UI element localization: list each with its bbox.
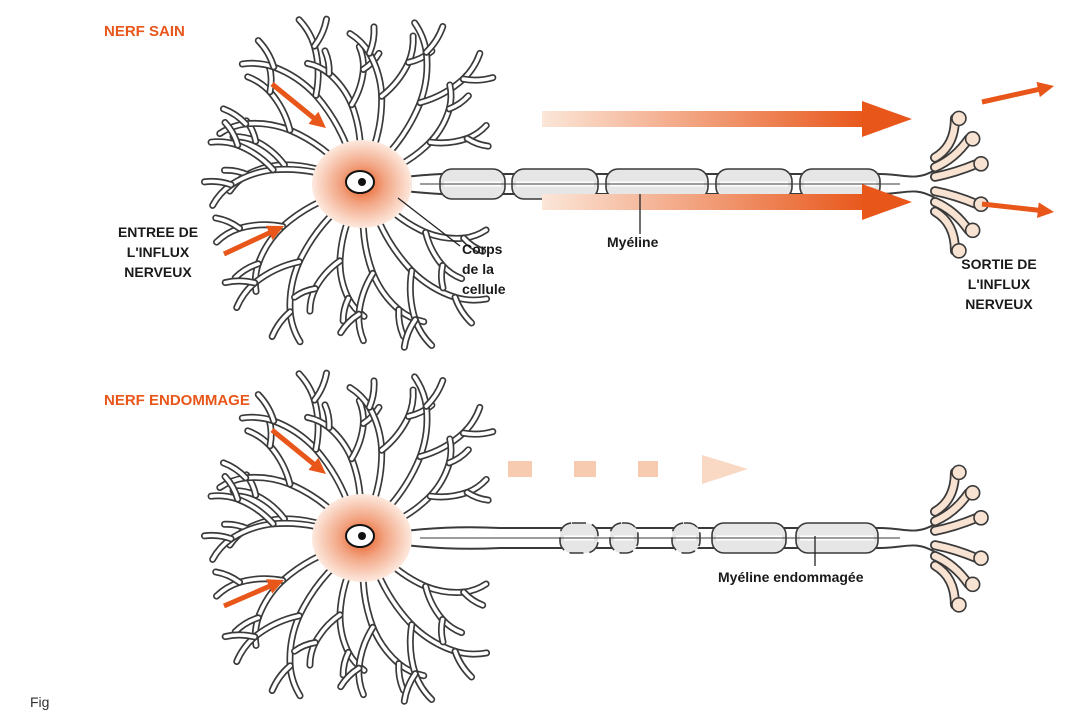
signal-arrow-upper: [542, 111, 868, 127]
output-arrow-lower: [981, 201, 1045, 214]
output-signal-label: SORTIE DE L'INFLUX NERVEUX: [935, 254, 1063, 314]
input-signal-label-line-3: NERVEUX: [124, 264, 192, 280]
input-arrow-upper-head: [308, 111, 326, 128]
damaged-neuron: [200, 369, 989, 705]
output-signal-label-line-3: NERVEUX: [965, 296, 1033, 312]
figure-caption-fragment: Fig: [30, 694, 50, 710]
input-signal-label-line-2: L'INFLUX: [126, 244, 190, 260]
damaged-myelin-label: Myéline endommagée: [718, 569, 864, 585]
damaged-input-arrow-lower: [223, 581, 276, 609]
input-signal-label-line-1: ENTREE DE: [117, 224, 199, 240]
cell-body-label: Corps de la cellule: [462, 239, 506, 299]
output-arrow-upper: [981, 85, 1045, 105]
damaged-input-arrow-upper: [270, 428, 320, 470]
input-signal-label: ENTREE DE L'INFLUX NERVEUX: [98, 222, 218, 282]
output-arrow-lower-head: [1037, 202, 1054, 218]
myelin-label: Myéline: [607, 234, 659, 250]
signal-arrow-lower-head: [862, 184, 912, 220]
signal-arrow-lower: [542, 194, 868, 210]
cell-body-label-line-1: Corps: [462, 241, 503, 257]
healthy-neuron: [200, 15, 989, 351]
damaged-input-arrow-upper-head: [308, 457, 326, 474]
cell-body-label-line-3: cellule: [462, 281, 506, 297]
input-arrow-upper: [270, 82, 320, 124]
cell-body-leader-line: [397, 197, 461, 247]
input-arrow-lower: [222, 227, 276, 257]
output-signal-label-line-1: SORTIE DE: [961, 256, 1037, 272]
broken-signal-dash-2: [574, 461, 596, 477]
output-signal-label-line-2: L'INFLUX: [967, 276, 1031, 292]
healthy-nerve-title: NERF SAIN: [104, 23, 185, 40]
cell-body-label-line-2: de la: [462, 261, 494, 277]
damaged-nerve-title: NERF ENDOMMAGE: [104, 392, 250, 409]
broken-signal-arrow-head: [702, 455, 748, 484]
broken-signal-dash-3: [638, 461, 658, 477]
broken-signal-dash-1: [508, 461, 532, 477]
damaged-input-arrow-lower-head: [266, 579, 284, 594]
output-arrow-upper-head: [1036, 81, 1054, 98]
signal-arrow-upper-head: [862, 101, 912, 137]
input-arrow-lower-head: [266, 225, 284, 240]
